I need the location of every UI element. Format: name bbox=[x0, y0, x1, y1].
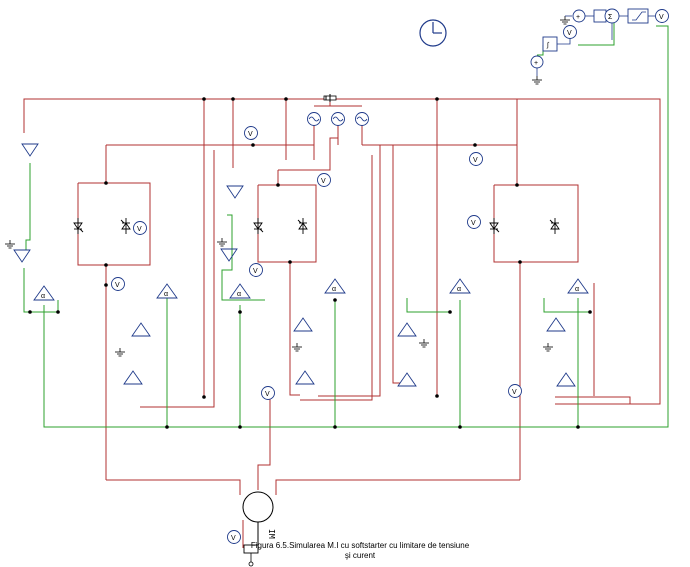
alpha-block-4: α bbox=[324, 278, 346, 294]
voltmeter-icon: V bbox=[111, 277, 125, 291]
junction-dots bbox=[28, 97, 592, 429]
control-chain: + Σ V ∫ V + bbox=[530, 8, 669, 85]
caption-line-2: şi curent bbox=[344, 551, 376, 560]
svg-text:V: V bbox=[137, 226, 142, 233]
voltmeter-icon: V bbox=[467, 215, 481, 229]
voltmeter-icon: V bbox=[244, 126, 258, 140]
power-wiring bbox=[23, 98, 661, 548]
motor-label: IM bbox=[267, 529, 276, 539]
svg-text:V: V bbox=[471, 220, 476, 227]
svg-text:+: + bbox=[534, 60, 538, 67]
svg-text:α: α bbox=[237, 291, 241, 298]
integrator-block bbox=[542, 36, 558, 52]
voltmeter-icon: V bbox=[249, 263, 263, 277]
ac-source-2 bbox=[331, 112, 345, 126]
svg-text:α: α bbox=[575, 286, 579, 293]
svg-text:∫: ∫ bbox=[546, 42, 550, 49]
alpha-block-1: α bbox=[33, 285, 55, 301]
limiter-block bbox=[627, 8, 649, 24]
voltmeter-icon: V bbox=[227, 530, 241, 544]
voltmeter-icon: V bbox=[261, 386, 275, 400]
voltmeter-icon: V bbox=[508, 384, 522, 398]
svg-text:V: V bbox=[473, 157, 478, 164]
clock-icon bbox=[419, 19, 447, 47]
control-wiring bbox=[23, 20, 669, 428]
voltmeters: V V V V V V V V V V bbox=[111, 126, 522, 544]
voltmeter-icon bbox=[563, 25, 577, 39]
alpha-block-3: α bbox=[229, 283, 251, 299]
svg-text:α: α bbox=[457, 286, 461, 293]
voltmeter-icon: V bbox=[133, 221, 147, 235]
svg-text:V: V bbox=[321, 178, 326, 185]
svg-text:+: + bbox=[576, 14, 580, 21]
svg-text:α: α bbox=[41, 293, 45, 300]
figure-caption: Figura 6.5.Simularea M.I cu softstarter … bbox=[230, 541, 490, 561]
ac-source-3 bbox=[355, 112, 369, 126]
three-phase-source bbox=[307, 94, 369, 126]
alpha-block-2: α bbox=[156, 283, 178, 299]
svg-text:V: V bbox=[567, 30, 572, 37]
svg-text:V: V bbox=[115, 282, 120, 289]
svg-text:V: V bbox=[265, 391, 270, 398]
voltmeter-icon bbox=[655, 9, 669, 23]
svg-text:V: V bbox=[231, 535, 236, 542]
svg-text:Σ: Σ bbox=[608, 14, 613, 21]
svg-text:V: V bbox=[253, 268, 258, 275]
svg-text:V: V bbox=[512, 389, 517, 396]
gain-block bbox=[593, 9, 607, 23]
svg-text:α: α bbox=[164, 291, 168, 298]
induction-motor: IM bbox=[242, 491, 276, 567]
svg-text:V: V bbox=[659, 14, 664, 21]
alpha-block-5: α bbox=[449, 278, 471, 294]
svg-text:α: α bbox=[332, 286, 336, 293]
alpha-block-6: α bbox=[567, 278, 589, 294]
caption-line-1: Figura 6.5.Simularea M.I cu softstarter … bbox=[250, 541, 470, 550]
svg-text:V: V bbox=[248, 131, 253, 138]
voltmeter-icon: V bbox=[469, 152, 483, 166]
firing-blocks: α α α α α α bbox=[33, 278, 589, 301]
voltmeter-icon: V bbox=[317, 173, 331, 187]
ac-source-1 bbox=[307, 112, 321, 126]
